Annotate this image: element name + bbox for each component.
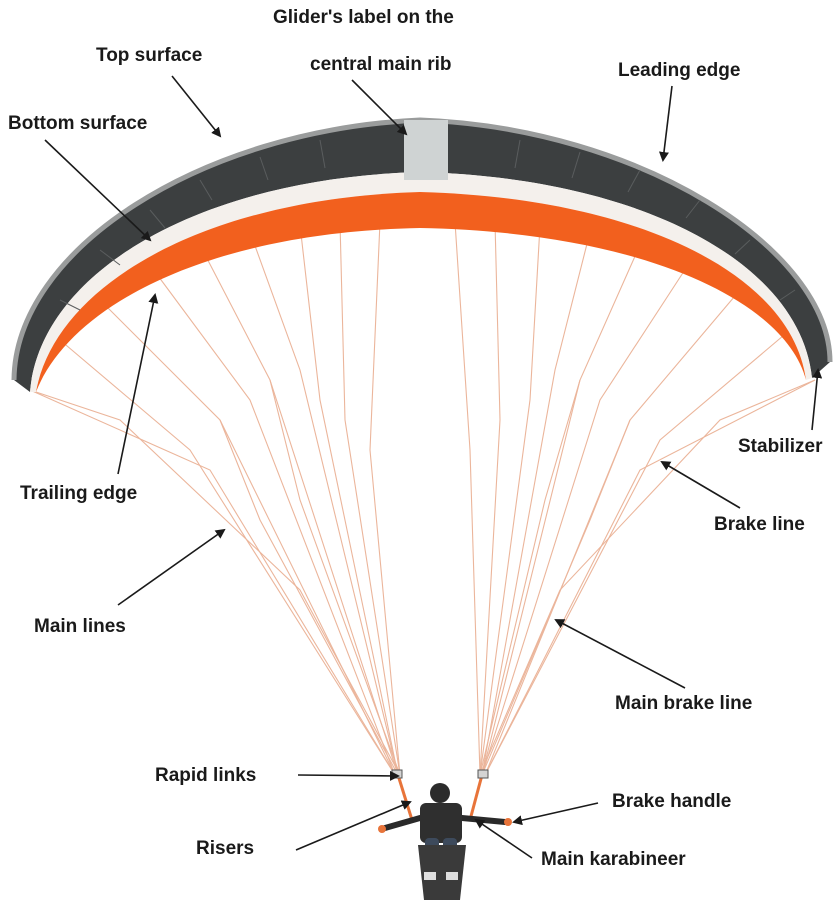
label-brake-handle: Brake handle (612, 792, 731, 811)
glider-label-rib (404, 120, 448, 180)
arrow-brake-line (662, 462, 740, 508)
arrow-main-brake-line (556, 620, 685, 688)
label-glider-label-line2: central main rib (310, 55, 452, 74)
label-risers: Risers (196, 839, 254, 858)
label-main-karabineer: Main karabineer (541, 850, 686, 869)
arrow-main-lines (118, 530, 224, 605)
label-glider-label-line1: Glider's label on the (273, 8, 454, 27)
label-main-lines: Main lines (34, 617, 126, 636)
label-trailing-edge: Trailing edge (20, 484, 137, 503)
label-main-brake-line: Main brake line (615, 694, 752, 713)
label-top-surface: Top surface (96, 46, 202, 65)
label-rapid-links: Rapid links (155, 766, 256, 785)
arrow-main-karabineer (476, 820, 532, 858)
label-leading-edge: Leading edge (618, 61, 740, 80)
label-brake-line: Brake line (714, 515, 805, 534)
arrow-top-surface (172, 76, 220, 136)
arrow-leading-edge (663, 86, 672, 160)
arrow-brake-handle (514, 803, 598, 822)
arrow-stabilizer (812, 370, 818, 430)
pilot (378, 770, 512, 900)
label-bottom-surface: Bottom surface (8, 114, 147, 133)
arrow-bottom-surface (45, 140, 150, 240)
arrow-rapid-links (298, 775, 398, 776)
label-stabilizer: Stabilizer (738, 437, 822, 456)
